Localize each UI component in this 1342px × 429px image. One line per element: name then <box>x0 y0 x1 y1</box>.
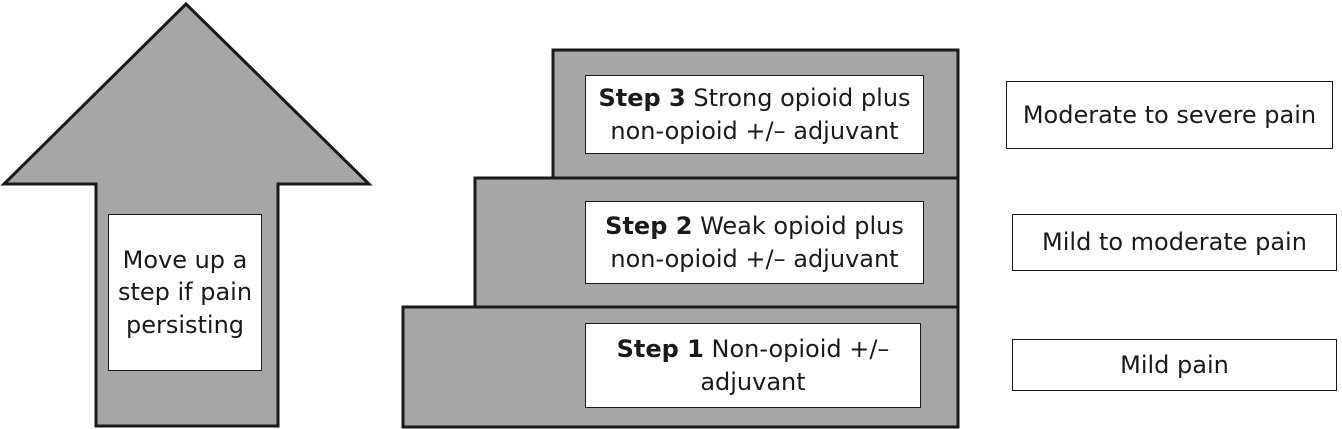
step2-title: Step 2 <box>605 212 693 241</box>
pain-level-step3-box: Moderate to severe pain <box>1006 81 1333 149</box>
step2-label-box: Step 2 Weak opioid plus non-opioid +/– a… <box>585 201 924 284</box>
arrow-label-box: Move up a step if pain persisting <box>108 214 262 371</box>
step3-label-box: Step 3 Strong opioid plus non-opioid +/–… <box>585 75 924 154</box>
step2-description: Weak opioid plus non-opioid +/– adjuvant <box>610 212 904 273</box>
step3-title: Step 3 <box>598 84 686 113</box>
step1-description: Non-opioid +/– adjuvant <box>700 335 890 396</box>
pain-level-step2: Mild to moderate pain <box>1042 228 1307 257</box>
step1-label-box: Step 1 Non-opioid +/– adjuvant <box>585 323 921 408</box>
step3-description: Strong opioid plus non-opioid +/– adjuva… <box>610 84 911 145</box>
pain-level-step3: Moderate to severe pain <box>1022 100 1317 129</box>
pain-level-step2-box: Mild to moderate pain <box>1012 214 1337 271</box>
step1-title: Step 1 <box>616 335 704 364</box>
pain-level-step1: Mild pain <box>1120 350 1229 379</box>
arrow-label: Move up a step if pain persisting <box>117 245 253 339</box>
pain-level-step1-box: Mild pain <box>1012 339 1337 391</box>
